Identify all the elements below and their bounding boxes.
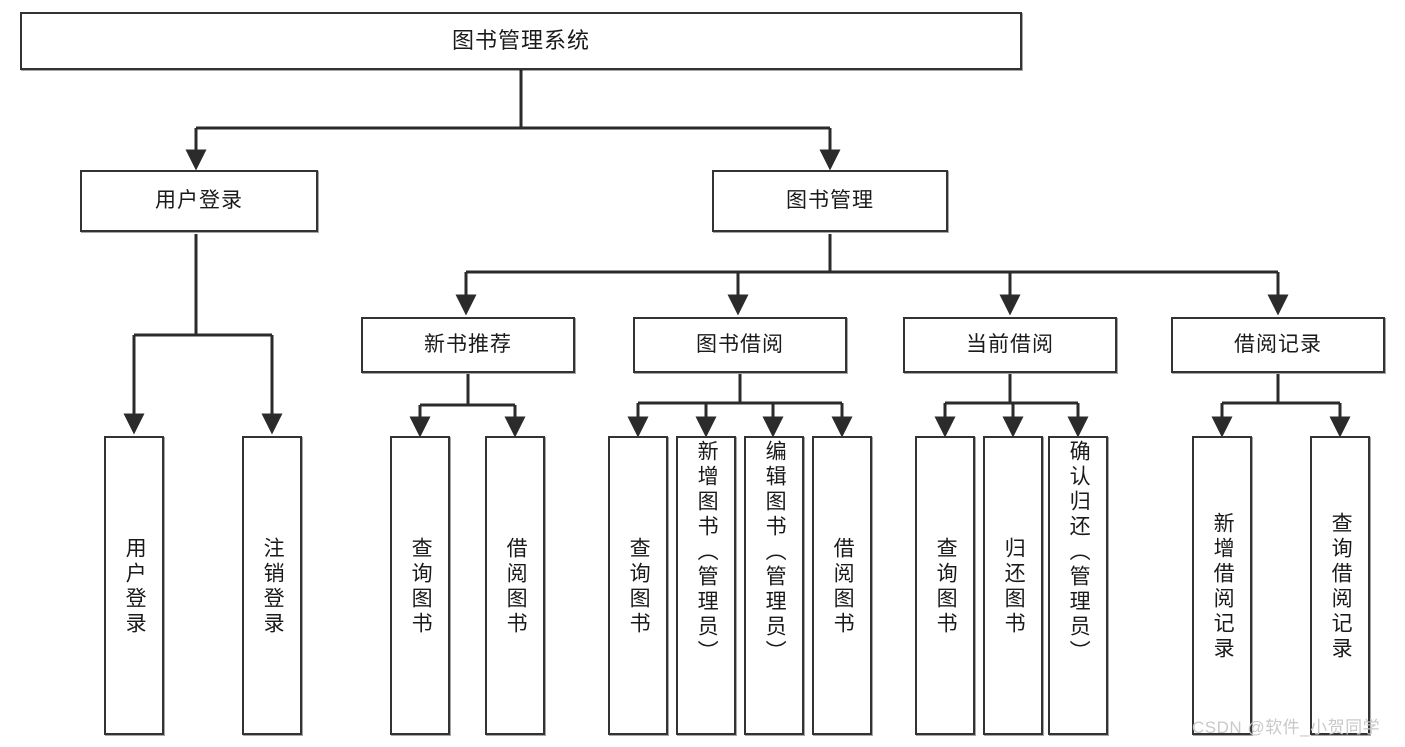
node-label: 用户登录	[155, 189, 243, 213]
leaf-confirm-return[interactable]: 确认归还（管理员）	[1048, 436, 1108, 735]
leaf-borrow-book-new-recommend[interactable]: 借阅图书	[485, 436, 545, 735]
node-user-login[interactable]: 用户登录	[80, 170, 318, 232]
leaf-borrow-book[interactable]: 借阅图书	[812, 436, 872, 735]
node-label: 查询图书	[409, 536, 433, 637]
node-label: 借阅图书	[504, 536, 528, 637]
node-label: 查询图书	[627, 536, 651, 637]
node-label: 借阅图书	[831, 536, 855, 637]
leaf-query-book-borrow[interactable]: 查询图书	[608, 436, 668, 735]
leaf-user-login[interactable]: 用户登录	[104, 436, 164, 735]
node-label: 查询图书	[934, 536, 958, 637]
node-book-management[interactable]: 图书管理	[712, 170, 948, 232]
node-label: 图书管理	[786, 189, 874, 213]
node-label: 图书管理系统	[451, 27, 590, 53]
leaf-add-book[interactable]: 新增图书（管理员）	[676, 436, 736, 735]
node-label: 查询借阅记录	[1329, 511, 1353, 662]
node-current-borrow[interactable]: 当前借阅	[903, 317, 1117, 373]
node-label: 编辑图书（管理员）	[763, 440, 787, 665]
node-label: 新书推荐	[424, 333, 512, 357]
node-root-book-management-system[interactable]: 图书管理系统	[20, 12, 1022, 70]
node-label: 当前借阅	[966, 333, 1054, 357]
leaf-return-book[interactable]: 归还图书	[983, 436, 1043, 735]
leaf-query-book-current[interactable]: 查询图书	[915, 436, 975, 735]
node-label: 图书借阅	[696, 333, 784, 357]
leaf-add-borrow-record[interactable]: 新增借阅记录	[1192, 436, 1252, 735]
watermark: CSDN @软件_小贺同学	[1192, 718, 1381, 737]
node-label: 新增借阅记录	[1211, 511, 1235, 662]
leaf-logout-login[interactable]: 注销登录	[242, 436, 302, 735]
node-label: 新增图书（管理员）	[695, 440, 719, 665]
node-book-borrow[interactable]: 图书借阅	[633, 317, 847, 373]
leaf-edit-book[interactable]: 编辑图书（管理员）	[744, 436, 804, 735]
node-label: 注销登录	[261, 536, 285, 637]
node-label: 确认归还（管理员）	[1067, 440, 1091, 665]
node-label: 借阅记录	[1234, 333, 1322, 357]
node-borrow-record[interactable]: 借阅记录	[1171, 317, 1385, 373]
node-label: 归还图书	[1002, 536, 1026, 637]
leaf-query-book-new-recommend[interactable]: 查询图书	[390, 436, 450, 735]
node-label: 用户登录	[123, 536, 147, 637]
leaf-query-borrow-record[interactable]: 查询借阅记录	[1310, 436, 1370, 735]
node-new-book-recommend[interactable]: 新书推荐	[361, 317, 575, 373]
